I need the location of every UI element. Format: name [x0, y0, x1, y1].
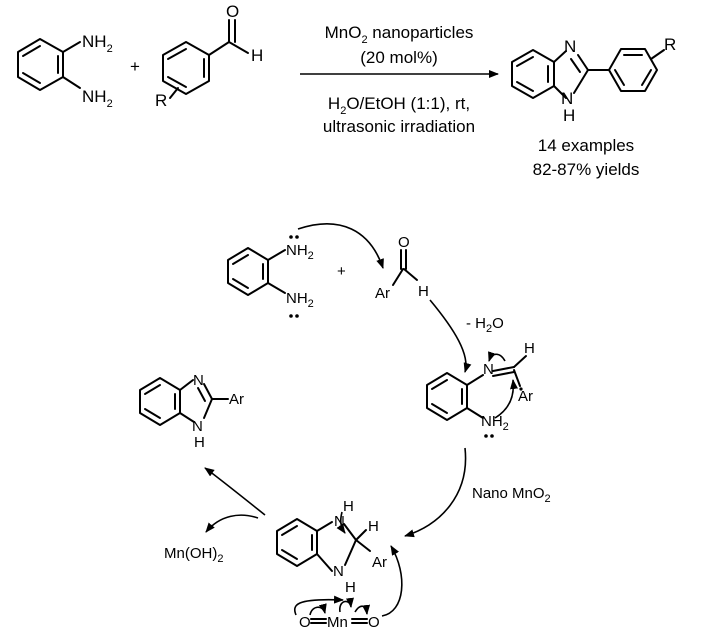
svg-text:Ar: Ar: [229, 391, 244, 408]
svg-text:H: H: [345, 579, 356, 596]
svg-text:H: H: [418, 283, 429, 300]
svg-text:N: N: [193, 372, 204, 389]
yield-label: 82-87% yields: [533, 160, 640, 179]
svg-text:NH2: NH2: [286, 242, 314, 262]
benzimidazole-product-structure: N N H R: [511, 35, 676, 125]
svg-text:R: R: [664, 35, 676, 54]
mno2-structure: O Mn O: [299, 614, 380, 631]
svg-text:H: H: [524, 340, 535, 357]
aryl-aldehyde-structure: Ar O H: [375, 234, 429, 302]
step-arrow: [404, 447, 467, 538]
curved-arrow: [309, 603, 327, 616]
curved-arrow: [381, 545, 403, 617]
solvent-label: H2O/EtOH (1:1), rt,: [328, 94, 470, 117]
svg-text:H: H: [563, 106, 575, 125]
svg-text:N: N: [483, 361, 494, 378]
svg-text:H: H: [343, 498, 354, 515]
o-phenylenediamine-structure: NH2 NH2: [17, 32, 113, 110]
catalyst-label: MnO2 nanoparticles: [325, 23, 474, 46]
svg-text:Mn: Mn: [327, 614, 348, 631]
benzaldehyde-structure: O H R: [155, 2, 263, 110]
svg-text:NH2: NH2: [82, 87, 113, 110]
step-arrow: [429, 299, 472, 373]
svg-text:NH2: NH2: [481, 413, 509, 433]
svg-text:R: R: [155, 91, 167, 110]
step-arrow: [204, 467, 266, 516]
imine-intermediate-structure: N H Ar NH2: [426, 340, 535, 438]
svg-text:N: N: [564, 37, 576, 56]
svg-text:Ar: Ar: [375, 285, 390, 302]
curved-arrow: [339, 597, 354, 613]
activation-label: ultrasonic irradiation: [323, 117, 475, 136]
svg-text:O: O: [299, 614, 311, 631]
svg-text:H: H: [251, 46, 263, 65]
byproduct-label: Mn(OH)2: [164, 545, 223, 565]
svg-text:N: N: [334, 513, 345, 530]
svg-text:Ar: Ar: [372, 554, 387, 571]
svg-text:O: O: [368, 614, 380, 631]
svg-text:N: N: [333, 563, 344, 580]
scope-label: 14 examples: [538, 136, 634, 155]
curved-arrow: [354, 604, 371, 615]
svg-text:N: N: [561, 89, 573, 108]
curved-arrow: [293, 595, 344, 616]
curved-arrow: [488, 351, 506, 362]
plus-sign: +: [337, 263, 346, 280]
benzimidazoline-intermediate-structure: N H H Ar N H: [276, 498, 387, 596]
svg-text:NH2: NH2: [82, 32, 113, 55]
svg-text:NH2: NH2: [286, 290, 314, 310]
mechanism-product-structure: N Ar N H: [139, 372, 244, 451]
svg-text:H: H: [194, 434, 205, 451]
curved-arrow: [494, 379, 518, 419]
curved-arrow: [297, 223, 384, 269]
nh2-label: NH: [82, 87, 107, 106]
catalyst-loading-label: (20 mol%): [360, 48, 437, 67]
step-arrow: [205, 514, 259, 533]
mechanism-diamine-structure: NH2 NH2: [227, 235, 314, 318]
svg-text:Ar: Ar: [518, 388, 533, 405]
svg-text:H: H: [368, 518, 379, 535]
curved-arrow: [336, 511, 346, 534]
svg-text:N: N: [192, 418, 203, 435]
water-loss-label: - H2O: [466, 315, 504, 335]
oxidant-label: Nano MnO2: [472, 485, 551, 505]
plus-sign: +: [130, 57, 140, 76]
svg-text:O: O: [226, 2, 239, 21]
svg-text:O: O: [398, 234, 410, 251]
nh2-label: NH: [82, 32, 107, 51]
